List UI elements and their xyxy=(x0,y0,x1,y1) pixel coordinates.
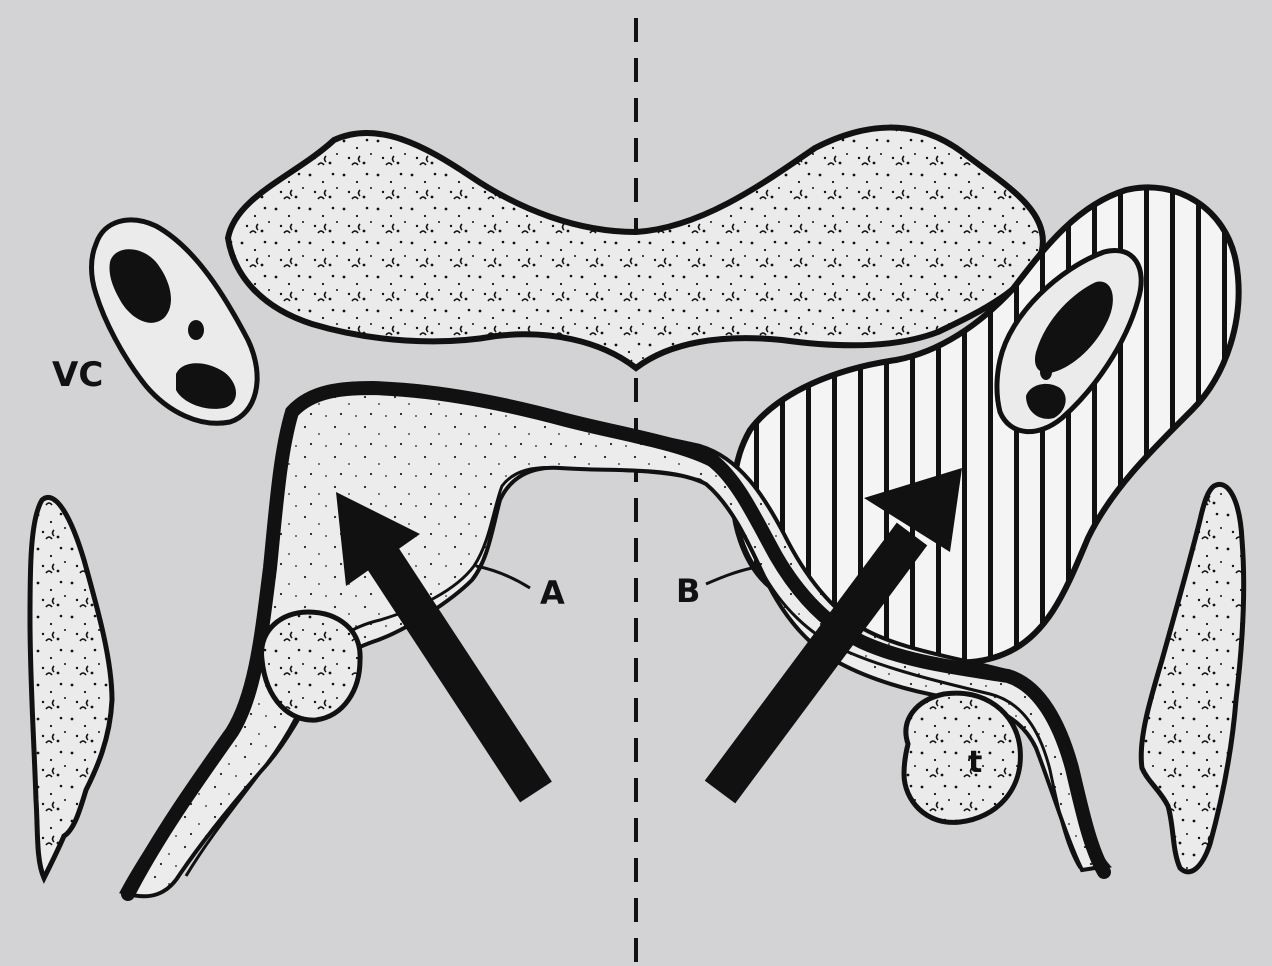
label-b: B xyxy=(676,572,700,610)
label-t: t xyxy=(968,745,982,780)
nodule-t xyxy=(904,693,1020,822)
label-vc: VC xyxy=(52,355,103,395)
nodule-left xyxy=(262,612,361,720)
label-a: A xyxy=(540,574,565,612)
